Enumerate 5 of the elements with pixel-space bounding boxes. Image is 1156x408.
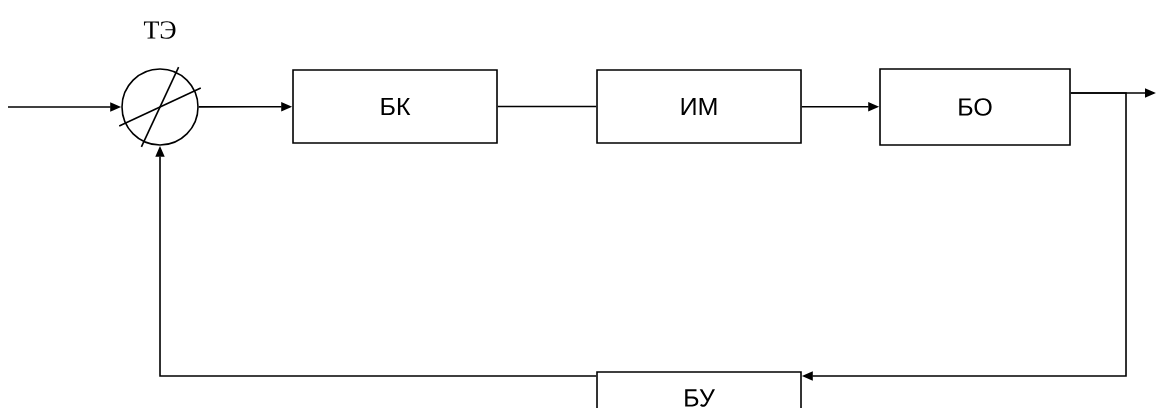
block-box: БО xyxy=(879,68,1071,146)
block-box: БК xyxy=(292,69,498,144)
block-box: БУ xyxy=(596,371,802,408)
junction-label: ТЭ xyxy=(143,21,176,39)
block-box: ИМ xyxy=(596,69,802,144)
